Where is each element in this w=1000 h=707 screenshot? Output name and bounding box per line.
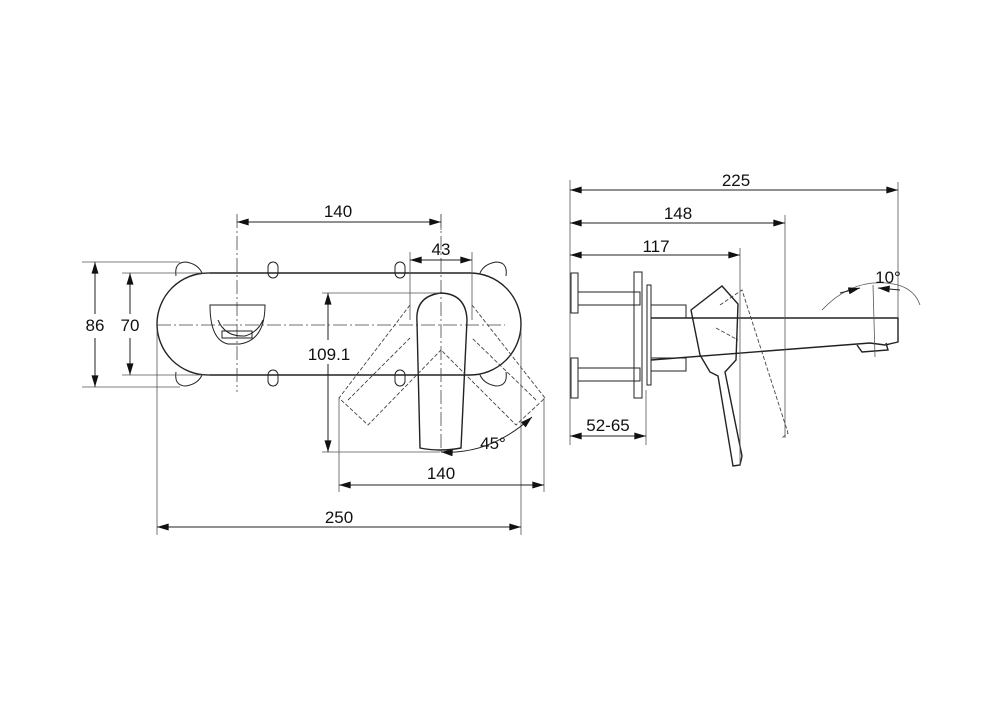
dim-handle-sweep: 140 xyxy=(427,464,455,483)
lever-handle xyxy=(338,292,546,451)
spout xyxy=(650,284,899,361)
dim-overall-height: 86 xyxy=(86,316,105,335)
extension-lines xyxy=(82,214,545,535)
side-view: 225 148 117 52-65 10° xyxy=(569,171,921,467)
wall-plate xyxy=(156,272,522,376)
side-dimension-lines xyxy=(570,186,901,440)
dim-rotation-angle: 45° xyxy=(480,434,506,453)
dim-wall-depth: 52-65 xyxy=(586,416,629,435)
dim-spacing-top: 140 xyxy=(324,202,352,221)
wall-body xyxy=(570,271,687,399)
dim-total-projection: 225 xyxy=(722,171,750,190)
front-view: 140 43 86 70 109.1 45° 140 250 xyxy=(80,202,546,535)
dim-spout-angle: 10° xyxy=(875,268,901,287)
dim-plate-height: 70 xyxy=(121,316,140,335)
spout-outlet xyxy=(209,304,266,345)
dim-handle-length: 109.1 xyxy=(308,345,351,364)
dim-overall-width: 250 xyxy=(325,508,353,527)
side-lever-handle xyxy=(690,285,789,467)
side-extension-lines xyxy=(645,182,921,465)
dim-body-projection: 117 xyxy=(642,237,669,256)
dim-handle-projection: 148 xyxy=(664,204,692,223)
mounting-ears xyxy=(175,261,507,387)
dim-handle-width: 43 xyxy=(432,240,451,259)
